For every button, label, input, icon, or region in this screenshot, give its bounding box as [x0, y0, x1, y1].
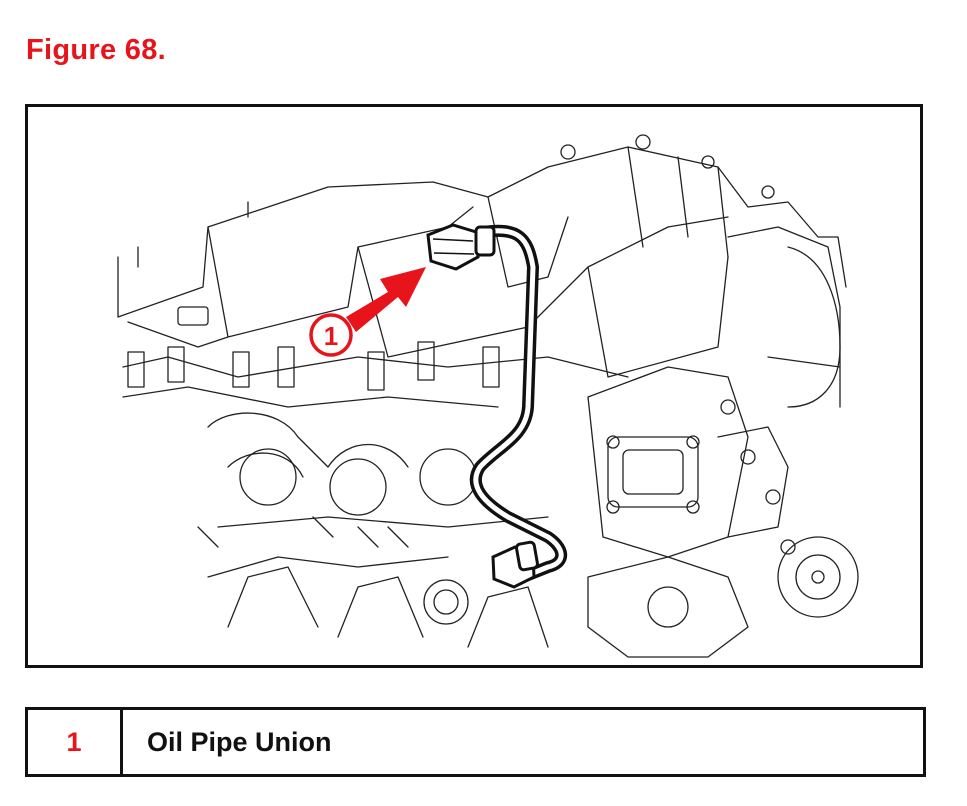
callout-1: 1 — [309, 267, 426, 357]
engine-illustration-frame: 1 — [25, 104, 923, 668]
callout-circle — [309, 313, 353, 357]
engine-line-drawing: 1 — [117, 134, 859, 658]
callout-number: 1 — [324, 321, 338, 351]
callout-arrow-icon — [346, 267, 426, 332]
oil-pipe — [469, 224, 568, 583]
figure-title: Figure 68. — [26, 34, 166, 66]
oil-pipe-union-upper — [426, 223, 496, 271]
engine-block-outline — [117, 134, 859, 658]
legend-table: 1 Oil Pipe Union — [25, 707, 926, 777]
oil-pipe-union-lower — [491, 540, 539, 589]
legend-row-number: 1 — [28, 710, 123, 774]
legend-row-label: Oil Pipe Union — [147, 726, 332, 757]
